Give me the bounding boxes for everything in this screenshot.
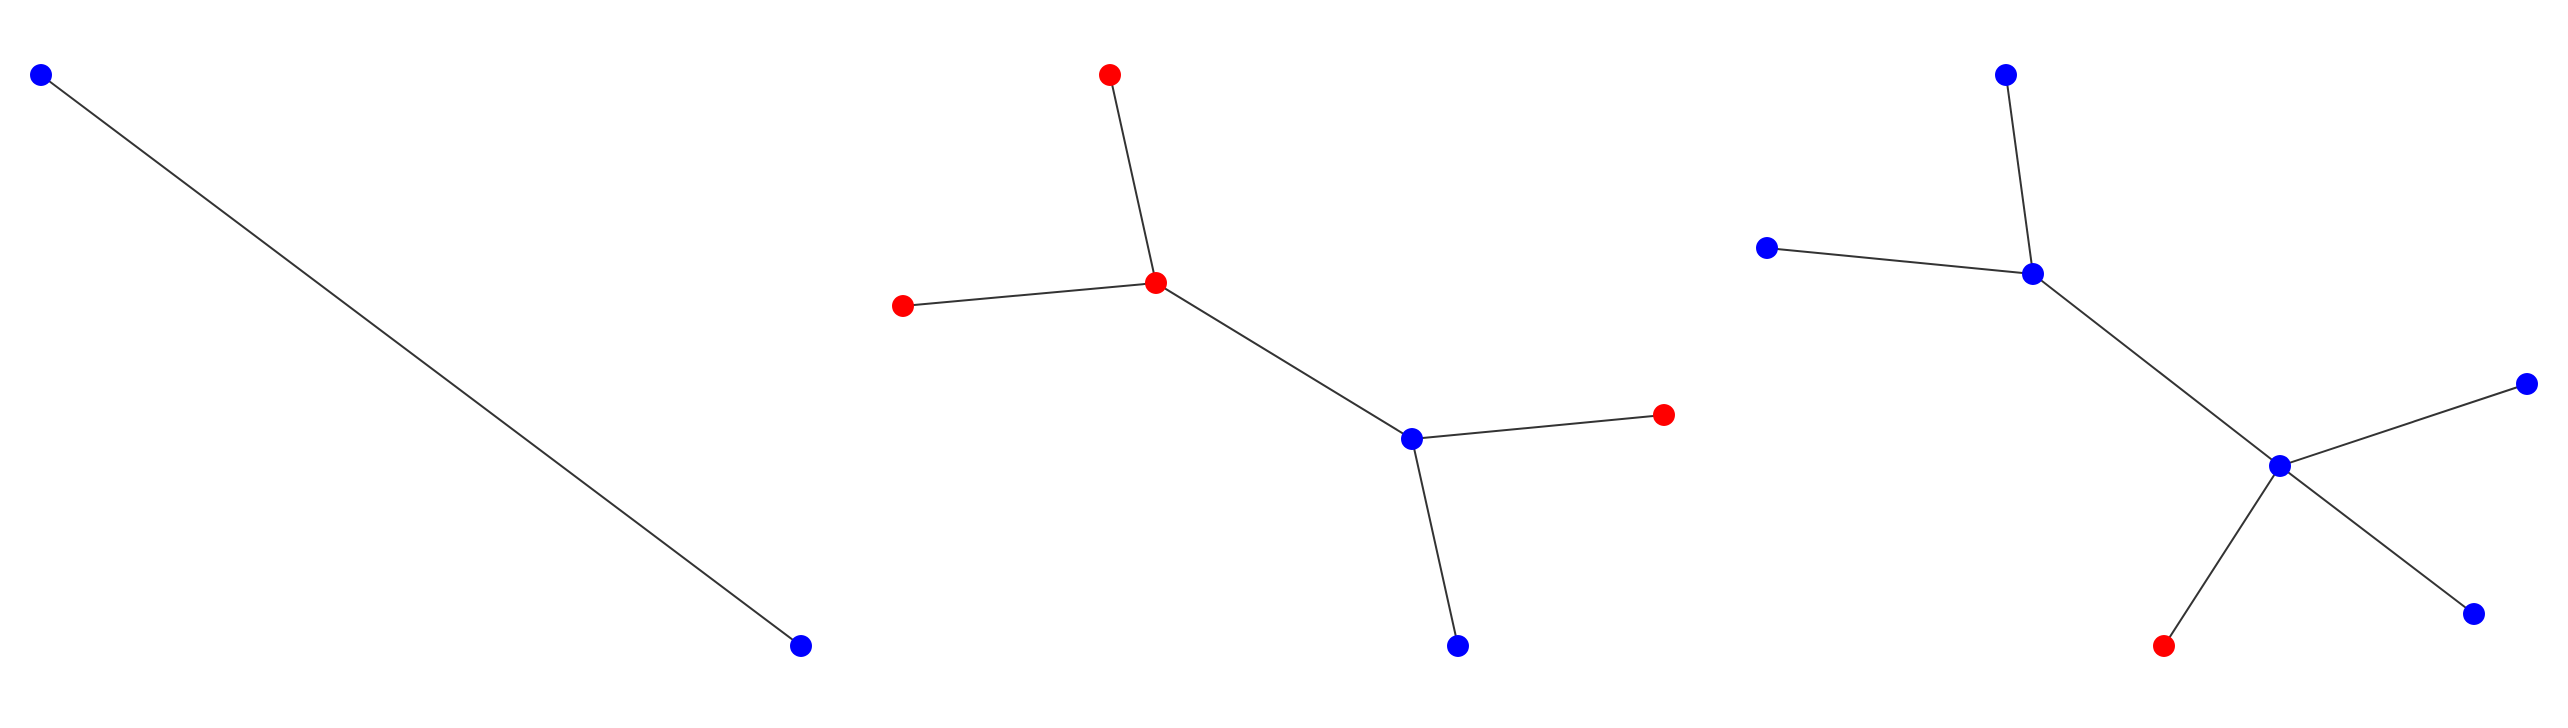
graph-3-node-right <box>2516 373 2538 395</box>
graph-3-node-bottom-right <box>2463 603 2485 625</box>
graph-2-node-bottom <box>1447 635 1469 657</box>
graph-2-edge-left-hub1 <box>902 282 1157 307</box>
graph-3-edge-top-hub1 <box>2005 74 2034 275</box>
graph-3-edge-left-hub1 <box>1766 247 2034 275</box>
graph-3-edge-hub2-bottom <box>2163 465 2281 647</box>
graph-3-node-top <box>1995 64 2017 86</box>
graph-2-edge-hub2-right <box>1411 414 1665 440</box>
edges-layer <box>40 74 2528 647</box>
nodes-layer <box>30 64 2538 657</box>
graph-2-edge-hub2-bottom <box>1411 438 1459 647</box>
graph-3-node-hub1 <box>2022 263 2044 285</box>
graph-2-edge-top-hub1 <box>1109 74 1157 284</box>
graph-2-edge-hub1-hub2 <box>1155 282 1413 440</box>
graph-3-node-left <box>1756 237 1778 259</box>
graph-2-node-hub2 <box>1401 428 1423 450</box>
graph-2-node-right <box>1653 404 1675 426</box>
graph-2-node-hub1 <box>1145 272 1167 294</box>
graph-3-node-hub2 <box>2269 455 2291 477</box>
graph-3-node-bottom <box>2153 635 2175 657</box>
graph-2-node-left <box>892 295 914 317</box>
graph-3-edge-hub2-bottom-right <box>2279 465 2475 615</box>
graph-1-node-a <box>30 64 52 86</box>
graph-1-node-b <box>790 635 812 657</box>
graph-1-edge-a-b <box>40 74 802 647</box>
graph-2-node-top <box>1099 64 1121 86</box>
graph-3-edge-hub1-hub2 <box>2032 273 2281 467</box>
graph-3-edge-hub2-right <box>2279 383 2528 467</box>
